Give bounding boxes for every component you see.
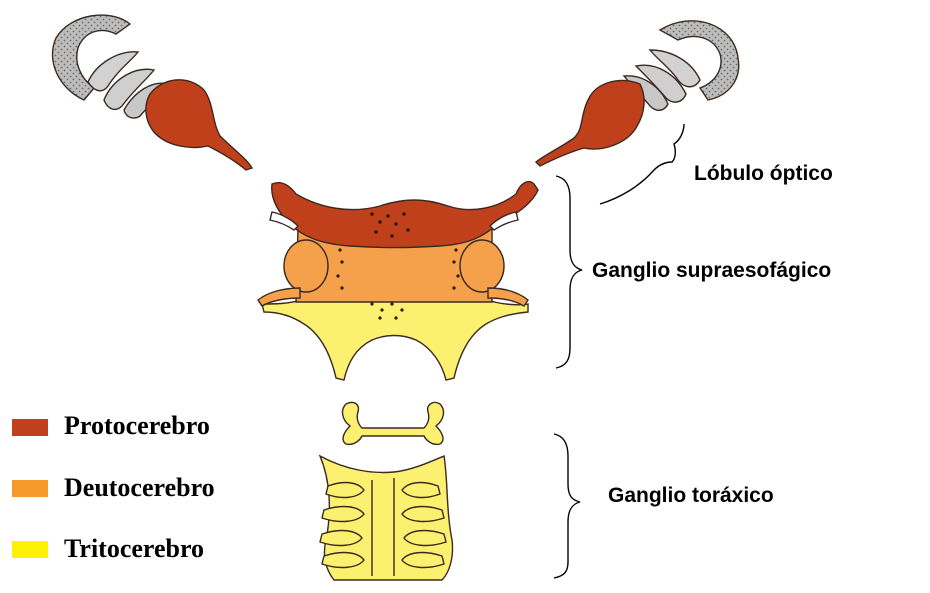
- left-optic-stalk: [146, 80, 252, 170]
- supraesophageal-brace: [556, 176, 582, 368]
- label-supraesophageal-ganglion: Ganglio supraesofágico: [592, 259, 831, 282]
- label-optic-lobe: Lóbulo óptico: [694, 162, 833, 185]
- connective-bar: [343, 402, 444, 444]
- tritocerebrum-region: [262, 300, 528, 380]
- legend-swatch-tritocerebro: [12, 541, 48, 558]
- left-optic-lobe: [52, 15, 252, 170]
- right-antennal-lobe: [460, 240, 504, 292]
- label-thoracic-ganglion: Ganglio toráxico: [608, 484, 774, 507]
- thoracic-brace: [554, 434, 580, 578]
- right-optic-lobe: [536, 21, 739, 166]
- legend-swatch-protocerebro: [12, 419, 48, 436]
- supraesophageal-ganglion: [258, 182, 538, 380]
- legend-label-deutocerebro: Deutocerebro: [64, 473, 215, 502]
- legend-label-tritocerebro: Tritocerebro: [64, 534, 204, 563]
- right-optic-stalk: [536, 81, 644, 166]
- legend: Protocerebro Deutocerebro Tritocerebro: [12, 411, 215, 563]
- legend-label-protocerebro: Protocerebro: [64, 411, 210, 440]
- legend-swatch-deutocerebro: [12, 480, 48, 497]
- left-antennal-lobe: [284, 240, 328, 292]
- thoracic-ganglion: [320, 402, 453, 580]
